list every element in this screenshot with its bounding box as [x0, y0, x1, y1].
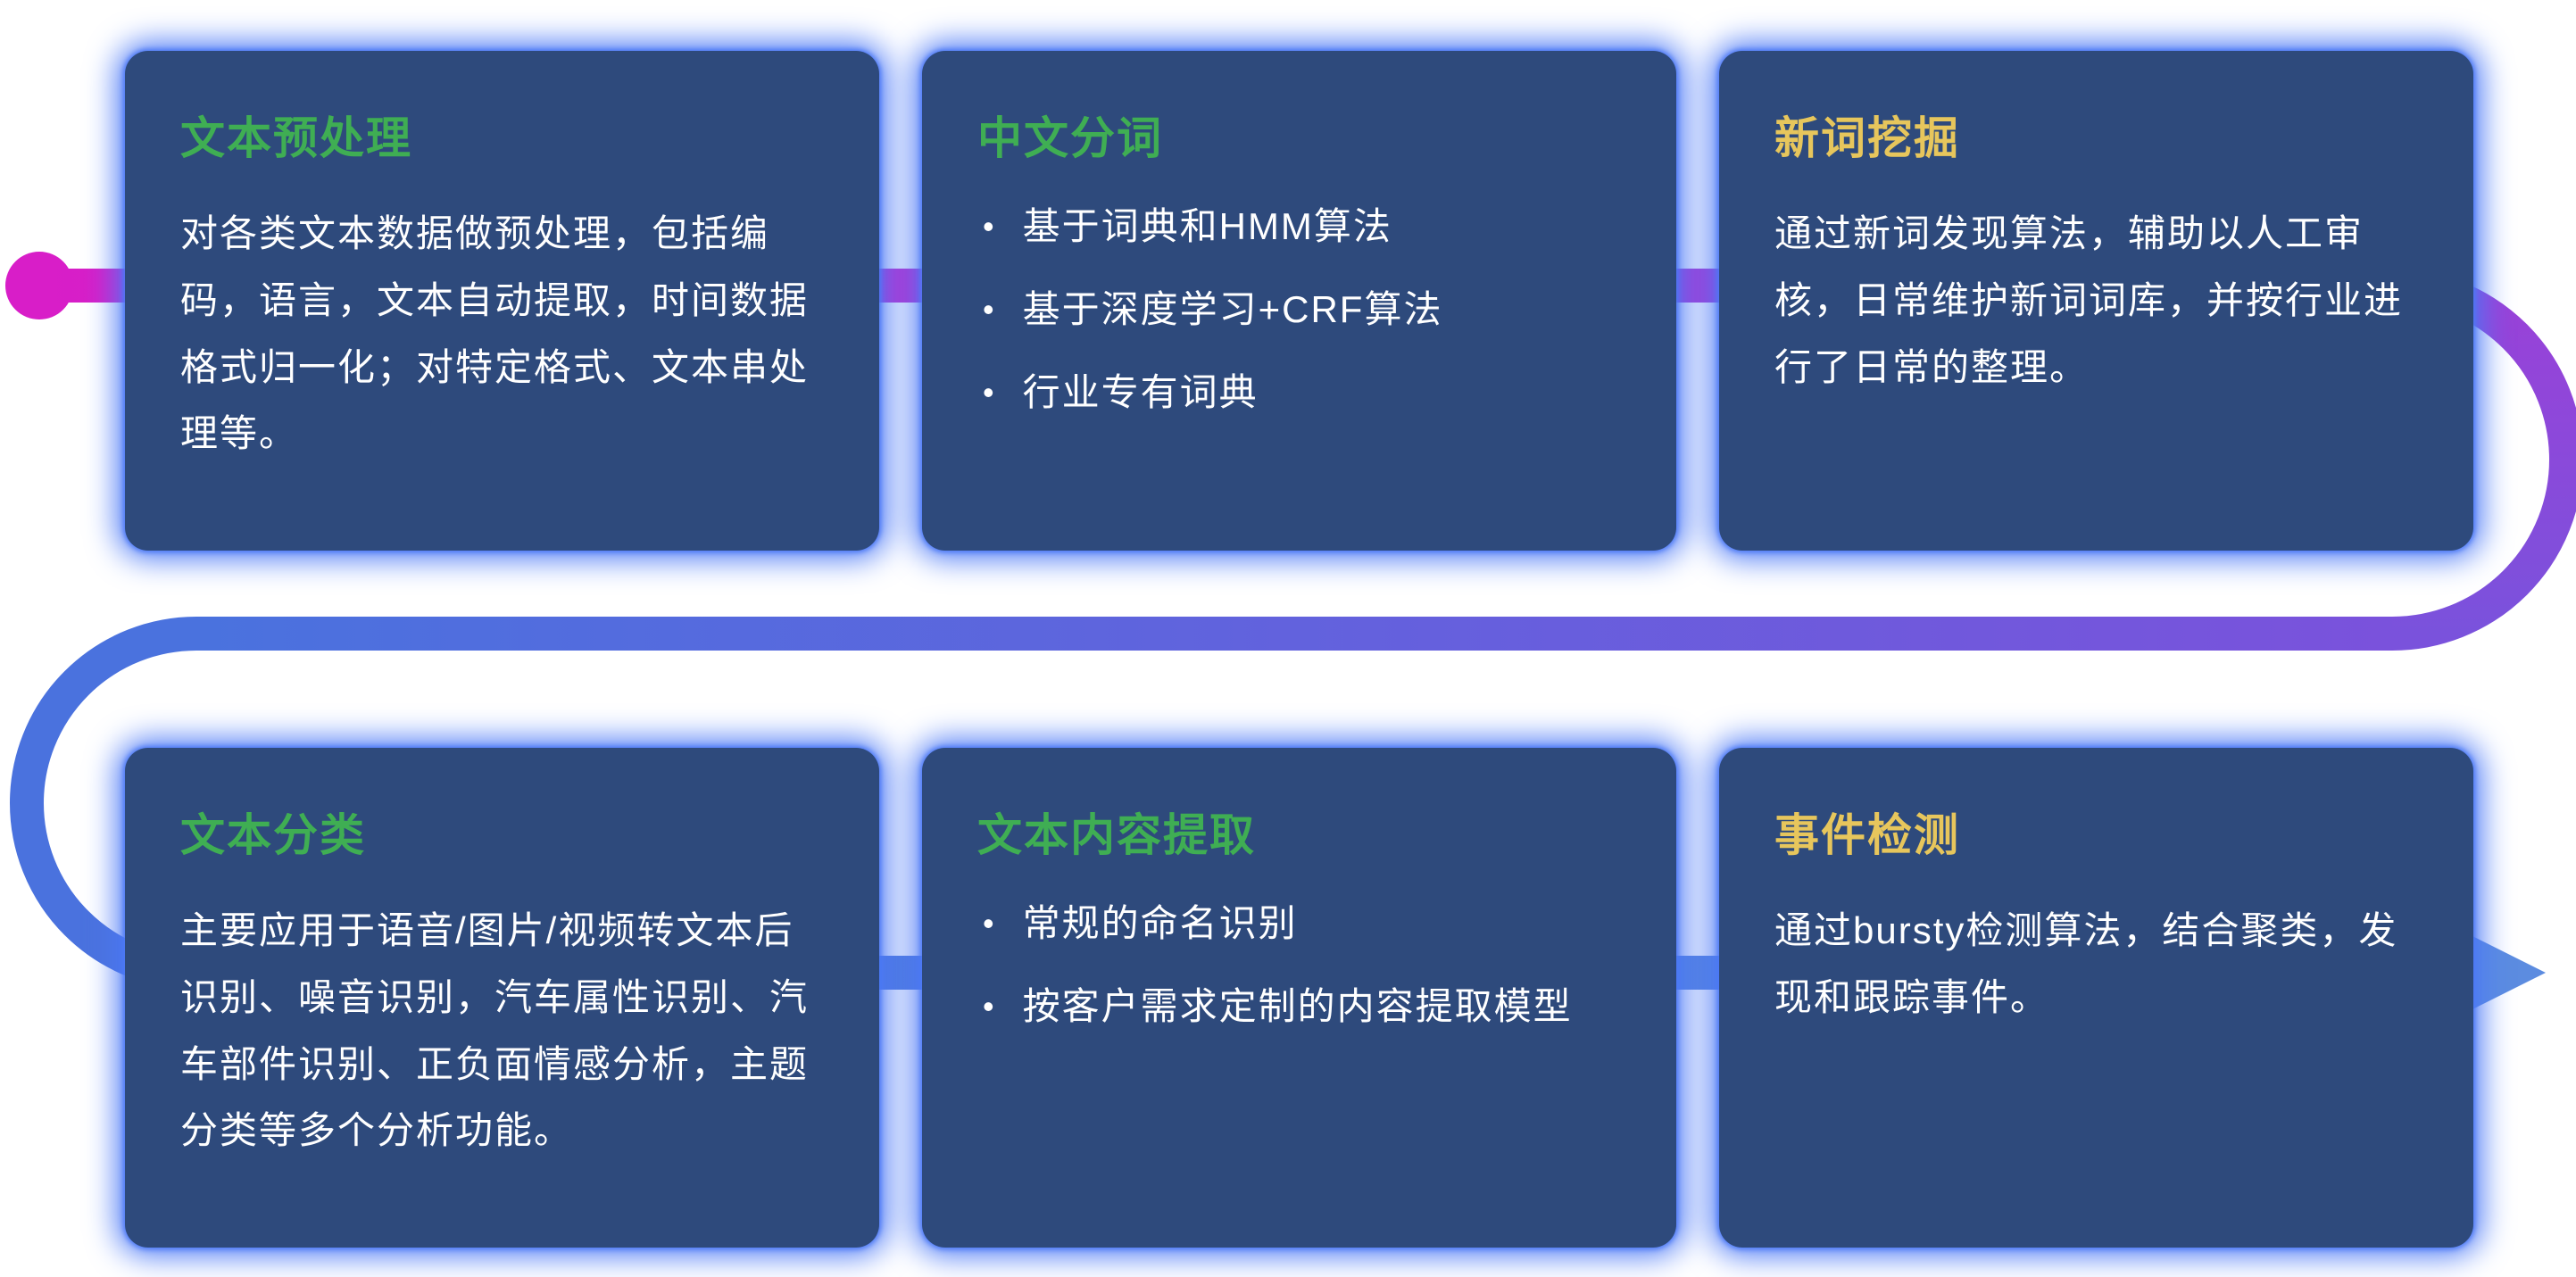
- bullet-item: • 基于深度学习+CRF算法: [983, 284, 1616, 336]
- bullet-list: • 常规的命名识别 • 按客户需求定制的内容提取模型: [977, 898, 1621, 1033]
- bullet-icon: •: [983, 987, 996, 1024]
- card-body: 通过新词发现算法，辅助以人工审核，日常维护新词词库，并按行业进行了日常的整理。: [1774, 212, 2404, 388]
- card-text-classification: 文本分类 主要应用于语音/图片/视频转文本后识别、噪音识别，汽车属性识别、汽车部…: [125, 748, 879, 1248]
- bullet-text: 基于深度学习+CRF算法: [1022, 287, 1443, 330]
- card-title: 新词挖掘: [1774, 113, 1960, 163]
- bullet-icon: •: [983, 905, 996, 941]
- bullet-text: 行业专有词典: [1022, 370, 1259, 413]
- card-body: 对各类文本数据做预处理，包括编码，语言，文本自动提取，时间数据格式归一化；对特定…: [180, 212, 810, 455]
- bullet-item: • 基于词典和HMM算法: [983, 201, 1616, 253]
- flow-curve-left: [10, 617, 197, 990]
- card-title: 文本内容提取: [977, 810, 1256, 860]
- card-title: 文本分类: [180, 810, 366, 860]
- bullet-item: • 按客户需求定制的内容提取模型: [983, 981, 1616, 1033]
- bullet-item: • 行业专有词典: [983, 367, 1616, 419]
- card-title: 文本预处理: [180, 113, 412, 163]
- card-event-detection: 事件检测 通过bursty检测算法，结合聚类，发现和跟踪事件。: [1719, 748, 2473, 1248]
- bullet-text: 基于词典和HMM算法: [1022, 205, 1392, 247]
- bullet-text: 常规的命名识别: [1022, 902, 1298, 944]
- card-text-preprocessing: 文本预处理 对各类文本数据做预处理，包括编码，语言，文本自动提取，时间数据格式归…: [125, 51, 879, 551]
- bullet-list: • 基于词典和HMM算法 • 基于深度学习+CRF算法 • 行业专有词典: [977, 201, 1621, 419]
- bullet-icon: •: [983, 290, 996, 328]
- card-title: 事件检测: [1774, 810, 1960, 860]
- card-body: 通过bursty检测算法，结合聚类，发现和跟踪事件。: [1774, 909, 2398, 1018]
- card-chinese-word-segmentation: 中文分词 • 基于词典和HMM算法 • 基于深度学习+CRF算法 • 行业专有词…: [922, 51, 1676, 551]
- card-new-word-mining: 新词挖掘 通过新词发现算法，辅助以人工审核，日常维护新词词库，并按行业进行了日常…: [1719, 51, 2473, 551]
- bullet-icon: •: [983, 373, 996, 410]
- bullet-item: • 常规的命名识别: [983, 898, 1616, 950]
- bullet-icon: •: [983, 208, 996, 245]
- card-text-content-extraction: 文本内容提取 • 常规的命名识别 • 按客户需求定制的内容提取模型: [922, 748, 1676, 1248]
- card-body: 主要应用于语音/图片/视频转文本后识别、噪音识别，汽车属性识别、汽车部件识别、正…: [180, 909, 810, 1152]
- card-title: 中文分词: [977, 113, 1163, 163]
- bullet-text: 按客户需求定制的内容提取模型: [1022, 984, 1573, 1027]
